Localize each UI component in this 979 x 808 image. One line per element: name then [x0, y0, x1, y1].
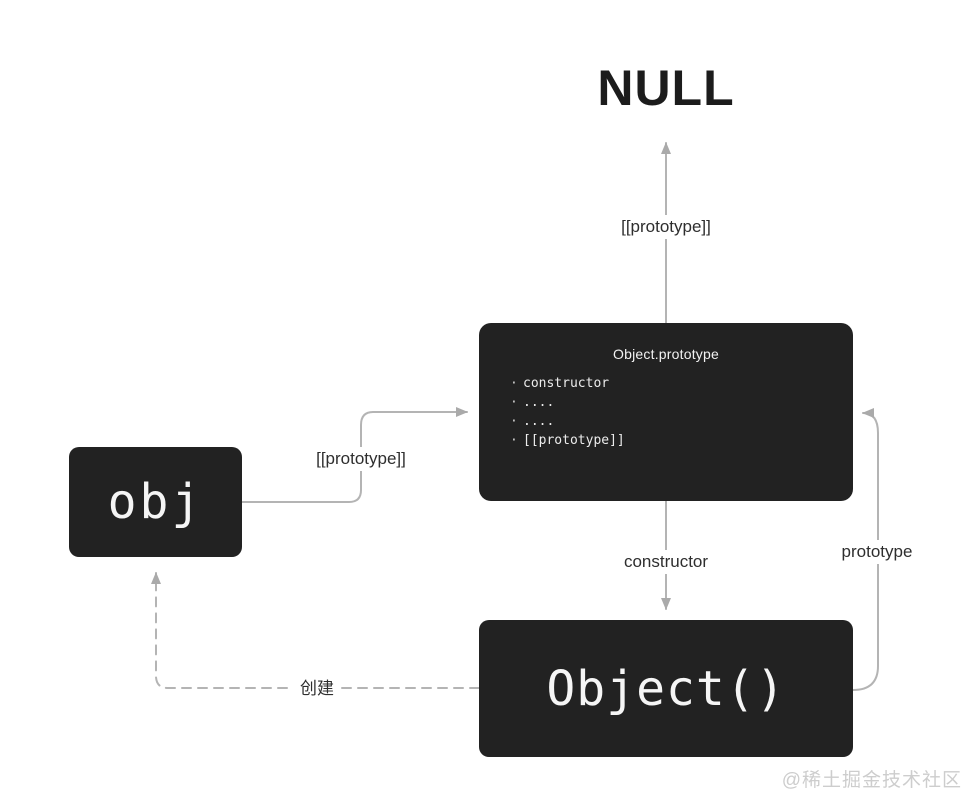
bullet-icon: · — [510, 376, 518, 391]
prototype-members-list: · constructor ·.... ·.... · [[prototype]] — [479, 374, 853, 450]
null-terminator-label: NULL — [597, 60, 735, 116]
edge-label-prototype-property: prototype — [834, 540, 920, 564]
node-obj-label: obj — [107, 474, 204, 530]
watermark-text: @稀土掘金技术社区 — [781, 770, 962, 791]
node-object-constructor-label: Object() — [546, 660, 786, 717]
prototype-member-row: · constructor — [510, 374, 853, 393]
prototype-member-row: ·.... — [510, 412, 853, 431]
bullet-icon: · — [510, 395, 518, 410]
prototype-member-row: · [[prototype]] — [510, 431, 853, 450]
prototype-member-label: constructor — [523, 376, 610, 391]
prototype-member-label: .... — [523, 395, 555, 410]
prototype-member-label: .... — [523, 414, 555, 429]
node-object-constructor: Object() — [479, 620, 853, 757]
edge-label-obj-to-prototype: [[prototype]] — [309, 447, 413, 471]
node-object-prototype-title: Object.prototype — [613, 346, 719, 362]
node-obj: obj — [69, 447, 242, 557]
edge-create-dashed-arrow — [151, 572, 480, 689]
edge-label-create: 创建 — [293, 677, 341, 701]
edge-label-constructor: constructor — [616, 550, 716, 574]
bullet-icon: · — [510, 414, 518, 429]
bullet-icon: · — [510, 433, 518, 448]
node-object-prototype: Object.prototype · constructor ·.... ·...… — [479, 323, 853, 501]
edge-label-prototype-to-null: [[prototype]] — [614, 215, 718, 239]
prototype-member-label: [[prototype]] — [523, 433, 625, 448]
prototype-member-row: ·.... — [510, 393, 853, 412]
